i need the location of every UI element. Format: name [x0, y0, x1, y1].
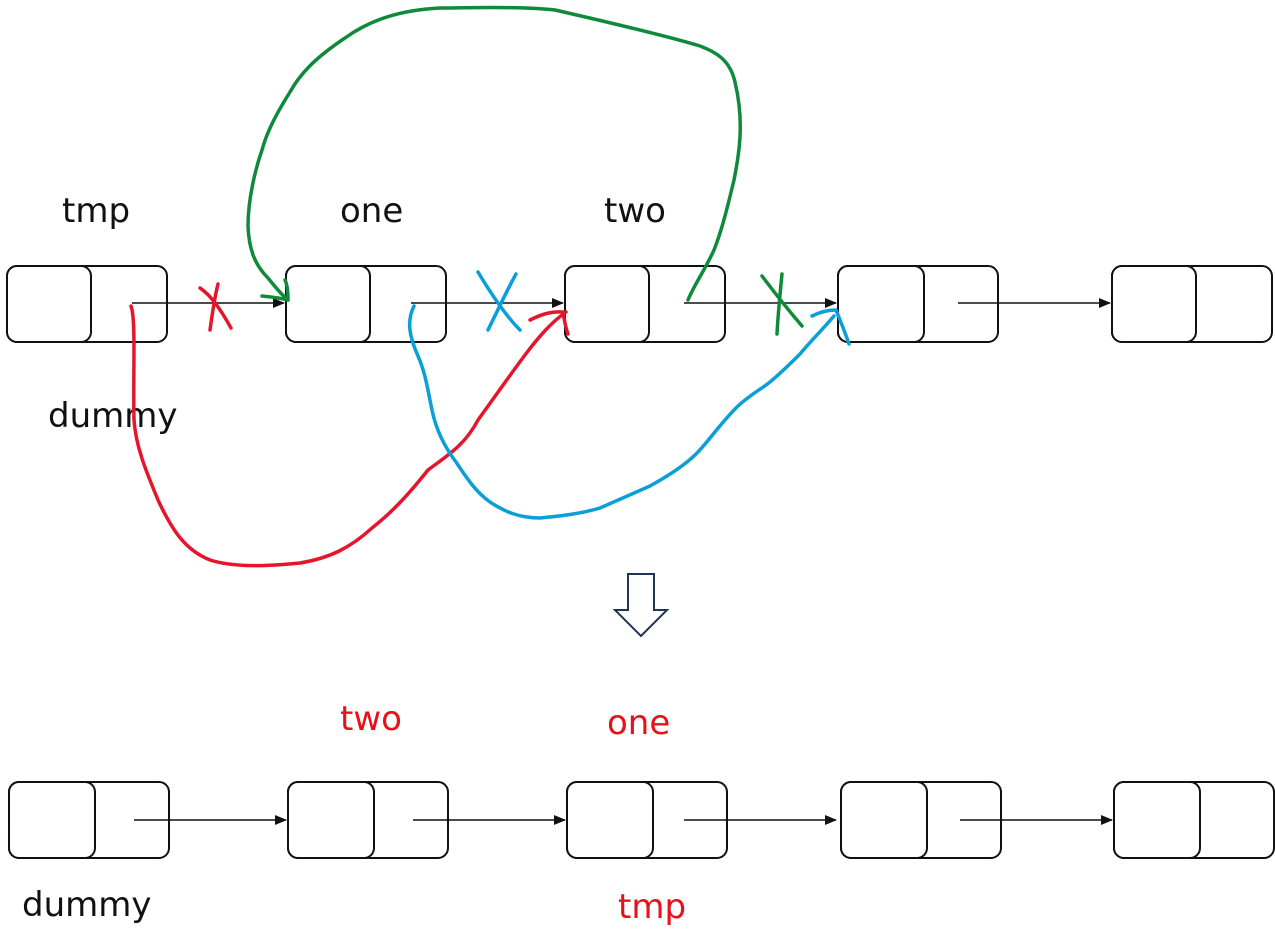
- green-relink-stroke: [246, 5, 743, 302]
- label-tmp-bottom: tmp: [618, 887, 686, 927]
- bottom-node-1: [8, 781, 170, 859]
- blue-relink-stroke: [407, 304, 836, 520]
- label-one: one: [340, 191, 403, 231]
- top-node-5: [1111, 265, 1273, 343]
- top-node-4: [837, 265, 999, 343]
- bottom-node-5: [1113, 781, 1275, 859]
- top-node-1: [6, 265, 168, 343]
- bottom-node-2: [287, 781, 449, 859]
- label-two-bottom: two: [340, 699, 402, 739]
- label-dummy-bottom: dummy: [22, 885, 152, 925]
- down-arrow-icon: [612, 573, 670, 638]
- bottom-node-4: [840, 781, 1002, 859]
- top-node-2: [285, 265, 447, 343]
- red-arrowhead-stroke: [528, 310, 570, 336]
- label-tmp: tmp: [62, 191, 130, 231]
- green-arrowhead-stroke: [260, 278, 290, 302]
- red-cross-mark: [198, 282, 233, 332]
- blue-arrowhead-stroke: [810, 308, 851, 346]
- label-one-bottom: one: [607, 703, 670, 743]
- label-two: two: [604, 191, 666, 231]
- top-node-3: [564, 265, 726, 343]
- label-dummy-top: dummy: [48, 396, 178, 436]
- red-relink-stroke: [129, 304, 568, 568]
- green-cross-mark: [760, 272, 804, 336]
- bottom-node-3: [566, 781, 728, 859]
- blue-cross-mark: [476, 270, 522, 332]
